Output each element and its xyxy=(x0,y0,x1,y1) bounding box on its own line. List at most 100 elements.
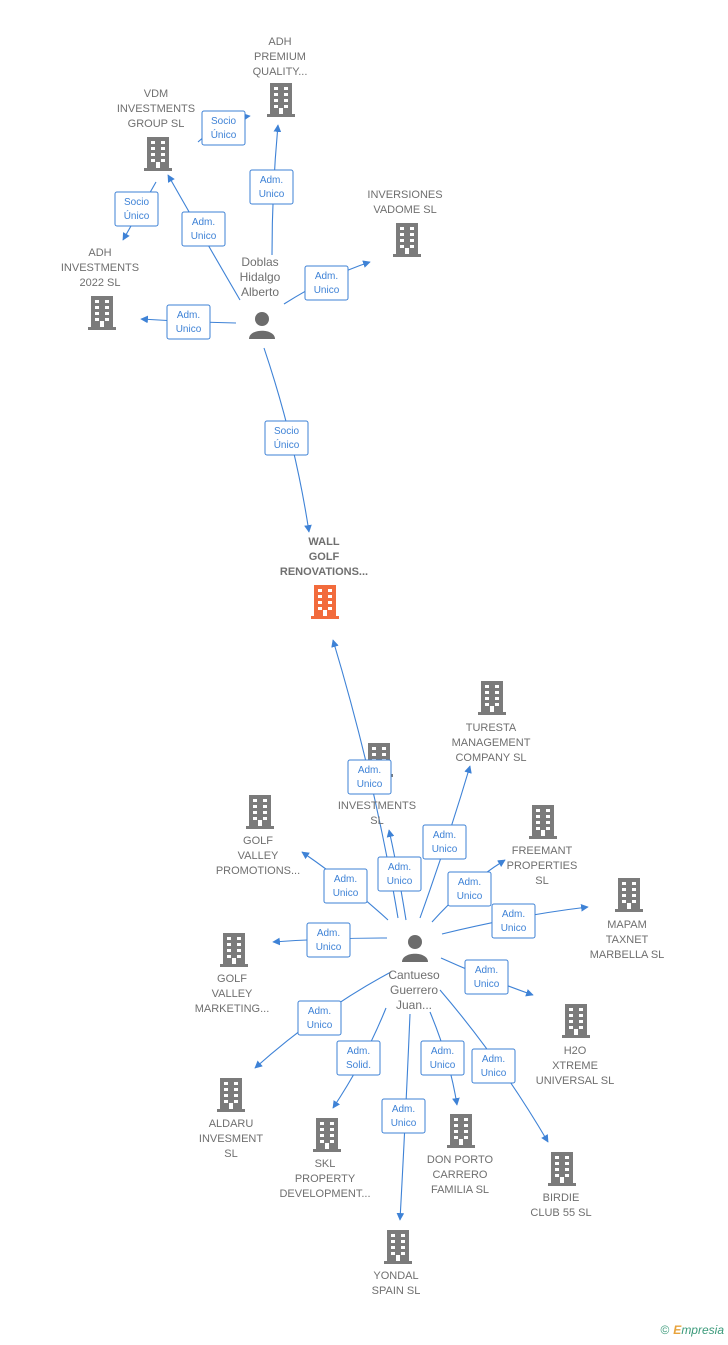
edge-label-text: Unico xyxy=(481,1068,507,1079)
edge-label-e15[interactable]: Adm.Unico xyxy=(464,959,509,995)
edge-label-text: Socio xyxy=(274,426,299,437)
edge-label-box xyxy=(471,1048,516,1084)
node-label-line: UNIVERSAL SL xyxy=(536,1075,614,1087)
footer-brand: ©Empresia xyxy=(660,1323,724,1337)
node-label-line: PROMOTIONS... xyxy=(216,865,300,877)
brand-name: mpresia xyxy=(681,1323,724,1337)
edge-label-box xyxy=(464,959,509,995)
edge-label-text: Unico xyxy=(176,324,202,335)
edge-label-text: Adm. xyxy=(334,874,357,885)
edge-label-e16[interactable]: Adm.Unico xyxy=(297,1000,342,1036)
node-label-line: DEVELOPMENT... xyxy=(279,1188,370,1200)
edge-label-e18[interactable]: Adm.Unico xyxy=(420,1040,465,1076)
node-label-line: SL xyxy=(535,875,548,887)
edge-label-e4[interactable]: Adm.Unico xyxy=(181,211,226,247)
node-cantueso[interactable]: CantuesoGuerreroJuan... xyxy=(388,935,440,1012)
edge-label-text: Unico xyxy=(357,779,383,790)
node-golf_mkt[interactable]: GOLFVALLEYMARKETING... xyxy=(195,933,270,1015)
node-adh_premium[interactable]: ADHPREMIUMQUALITY... xyxy=(253,36,308,117)
building-icon xyxy=(311,585,339,619)
node-wall[interactable]: WALLGOLFRENOVATIONS... xyxy=(280,536,368,619)
edge-label-e13[interactable]: Adm.Unico xyxy=(491,903,536,939)
edge-label-text: Unico xyxy=(391,1118,417,1129)
node-label-line: MARBELLA SL xyxy=(590,949,665,961)
node-label-line: SPAIN SL xyxy=(372,1285,421,1297)
node-label-line: MARKETING... xyxy=(195,1003,270,1015)
edge-label-box xyxy=(306,922,351,958)
node-label-line: ALDARU xyxy=(209,1118,254,1130)
building-icon xyxy=(478,681,506,715)
edge-label-text: Unico xyxy=(333,888,359,899)
edge-label-box xyxy=(422,824,467,860)
node-label-line: VDM xyxy=(144,88,168,100)
edge-label-e8[interactable]: Adm.Unico xyxy=(347,759,392,795)
node-label-line: CARRERO xyxy=(432,1169,487,1181)
edge-label-text: Unico xyxy=(432,844,458,855)
node-label-line: FREEMANT xyxy=(512,845,573,857)
edge-label-e17[interactable]: Adm.Solid. xyxy=(336,1040,381,1076)
edge-label-text: Unico xyxy=(501,923,527,934)
node-label-line: TURESTA xyxy=(466,722,517,734)
node-label-line: GOLF xyxy=(309,551,340,563)
edge-label-text: Adm. xyxy=(347,1046,370,1057)
edge-label-e11[interactable]: Adm. Unico xyxy=(323,868,368,904)
edge-label-box xyxy=(491,903,536,939)
edge-label-e12[interactable]: Adm.Unico xyxy=(447,871,492,907)
node-label-line: CLUB 55 SL xyxy=(530,1207,591,1219)
node-label-line: INVERSIONES xyxy=(367,189,442,201)
edge-label-text: Socio xyxy=(124,197,149,208)
node-label-line: MAPAM xyxy=(607,919,647,931)
node-label-line: ADH xyxy=(88,247,111,259)
node-yondal[interactable]: YONDAL SPAIN SL xyxy=(372,1230,421,1297)
node-label-line: INVESTMENTS xyxy=(61,262,139,274)
node-label-line: Juan... xyxy=(396,998,432,1012)
node-label-line: DON PORTO xyxy=(427,1154,494,1166)
building-icon xyxy=(447,1114,475,1148)
node-golf_promo[interactable]: GOLF VALLEY PROMOTIONS... xyxy=(216,795,300,877)
edge-label-e10[interactable]: Adm.Unico xyxy=(377,856,422,892)
edge-label-e9[interactable]: Adm.Unico xyxy=(422,824,467,860)
person-icon xyxy=(402,935,428,962)
building-icon xyxy=(384,1230,412,1264)
node-label-line: Hidalgo xyxy=(240,270,281,284)
building-icon xyxy=(144,137,172,171)
edge-label-text: Único xyxy=(124,209,150,222)
edge-label-e5[interactable]: Adm.Unico xyxy=(304,265,349,301)
node-label-line: GROUP SL xyxy=(128,118,185,130)
node-label-line: VADOME SL xyxy=(373,204,436,216)
edge-label-e19[interactable]: Adm.Unico xyxy=(471,1048,516,1084)
node-skl[interactable]: SKLPROPERTYDEVELOPMENT... xyxy=(279,1118,371,1200)
building-icon xyxy=(562,1004,590,1038)
edge-label-e14[interactable]: Adm.Unico xyxy=(306,922,351,958)
edge-label-text: Adm. xyxy=(308,1006,331,1017)
edge-label-e20[interactable]: Adm. Unico xyxy=(381,1098,426,1134)
edge-label-text: Adm. xyxy=(475,965,498,976)
node-label-line: QUALITY... xyxy=(253,66,308,78)
node-inversiones[interactable]: INVERSIONES VADOME SL xyxy=(367,189,443,257)
node-label-line: PREMIUM xyxy=(254,51,306,63)
node-label-line: VALLEY xyxy=(238,850,279,862)
edge-label-box xyxy=(297,1000,342,1036)
edge-label-box xyxy=(323,868,368,904)
node-label-line: GOLF xyxy=(243,835,273,847)
edge-label-e2[interactable]: Adm.Unico xyxy=(249,169,294,205)
edge-label-text: Adm. xyxy=(392,1104,415,1115)
node-label-line: YONDAL xyxy=(373,1270,418,1282)
edge-label-e6[interactable]: Adm.Unico xyxy=(166,304,211,340)
node-label-line: WALL xyxy=(308,536,339,548)
